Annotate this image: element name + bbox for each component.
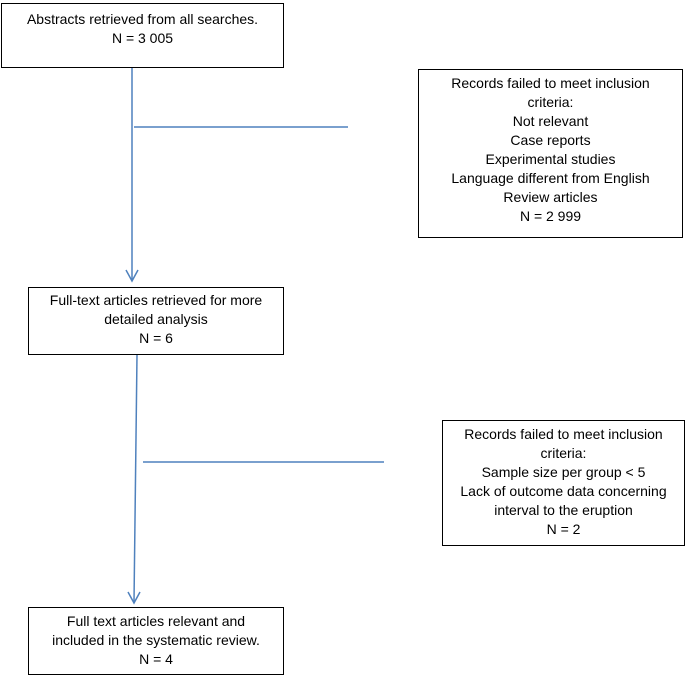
arrowhead-fulltext: [125, 269, 139, 283]
box-text-line: Records failed to meet inclusion: [464, 426, 663, 442]
box-text-line: criteria:: [527, 94, 574, 110]
box-count: N = 4: [139, 651, 173, 667]
box-text-line: Records failed to meet inclusion: [451, 75, 650, 91]
box-text-line: criteria:: [540, 445, 587, 461]
arrow-fulltext-to-included: [133, 354, 138, 603]
exclusion-reason: interval to the eruption: [494, 502, 633, 518]
box-count: N = 2 999: [519, 208, 582, 224]
fulltext-articles-box: Full-text articles retrieved for more de…: [28, 287, 284, 355]
abstracts-retrieved-box: Abstracts retrieved from all searches. N…: [1, 3, 284, 68]
exclusion-reason: Language different from English: [451, 170, 650, 186]
exclusion-reason: Case reports: [510, 132, 591, 148]
exclusion-reason: Experimental studies: [485, 151, 616, 167]
arrowhead-included: [127, 591, 141, 605]
box-text-line: Abstracts retrieved from all searches.: [26, 11, 259, 27]
box-count: N = 2: [546, 521, 581, 537]
exclusion-reason: Not relevant: [512, 113, 589, 129]
box-text-line: Full-text articles retrieved for more: [49, 292, 263, 308]
box-text-line: included in the systematic review.: [52, 632, 260, 648]
exclusion-criteria-box-2: Records failed to meet inclusion criteri…: [442, 420, 685, 546]
included-articles-box: Full text articles relevant and included…: [28, 607, 284, 675]
exclusion-reason: Lack of outcome data concerning: [460, 483, 667, 499]
box-text-line: detailed analysis: [104, 311, 208, 327]
box-count: N = 3 005: [111, 30, 174, 46]
exclusion-reason: Review articles: [503, 189, 598, 205]
exclusion-reason: Sample size per group < 5: [481, 464, 646, 480]
box-text-line: Full text articles relevant and: [66, 613, 246, 629]
exclusion-criteria-box-1: Records failed to meet inclusion criteri…: [418, 69, 683, 238]
box-count: N = 6: [139, 330, 173, 346]
